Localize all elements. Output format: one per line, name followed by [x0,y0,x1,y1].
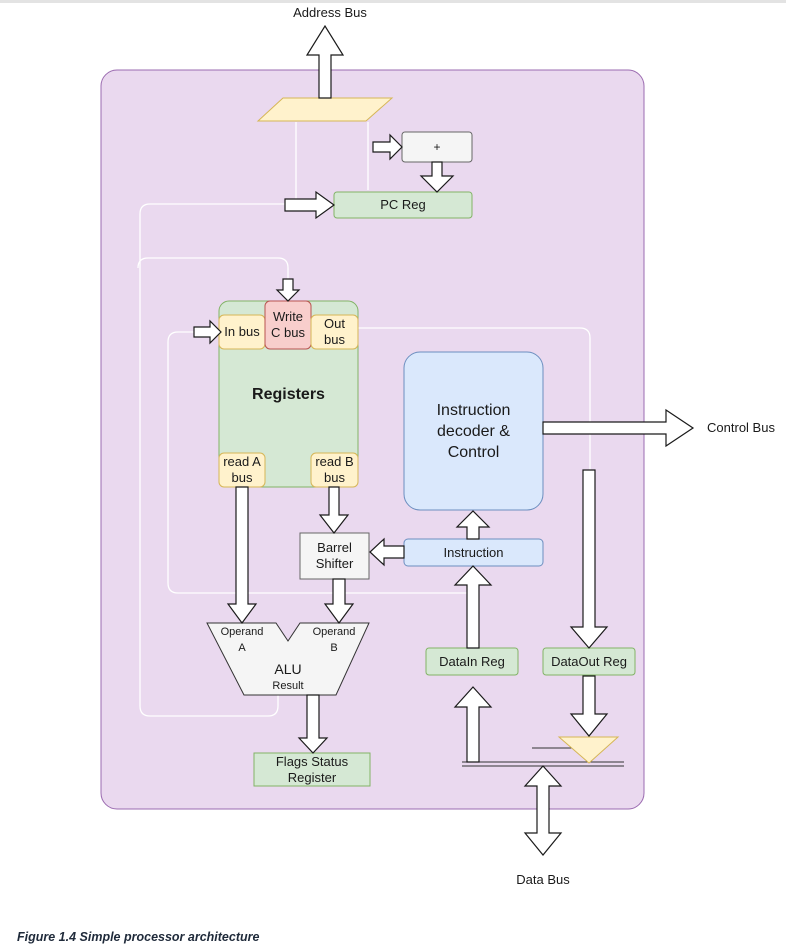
wire-regs-loop [137,257,289,290]
flags-status-box [253,752,371,787]
data-bus-arrow [523,765,563,856]
wire-pc-loop [139,203,296,717]
figure-caption: Figure 1.4 Simple processor architecture [17,930,260,944]
instruction-decoder-label: Instruction decoder & Control [436,401,511,461]
dataout-reg-label: DataOut Reg [551,653,627,669]
pc-reg-label: PC Reg [380,197,426,212]
arrow-into-pc [284,190,336,220]
arrow-dataout-to-buffer [569,675,609,737]
registers-label: Registers [252,386,325,403]
data-bus-label: Data Bus [516,872,570,887]
result-label: Result [272,680,304,692]
out-bus-label: Out bus [324,316,345,347]
operand-a-label: Operand A [220,626,264,654]
arrow-to-dataout [569,469,609,649]
processor-boundary [100,69,645,810]
in-bus-label: In bus [224,324,260,339]
arrow-into-increment [372,133,403,161]
alu-shape [206,622,370,696]
arrow-read-a-to-alu [226,486,258,625]
alu-label: ALU [274,661,302,677]
arrow-instr-to-shifter [369,537,405,567]
wire-out-to-dataout [358,327,591,470]
arrow-alu-to-flags [297,694,329,754]
address-bus-label: Address Bus [293,5,367,20]
arrow-into-in-bus [193,319,222,345]
control-bus-label: Control Bus [707,420,775,435]
wire-in-loop [167,331,468,594]
write-c-bus-label: Write C bus [271,309,305,340]
control-bus-arrow [542,408,695,448]
top-divider [0,0,786,3]
arrow-incr-to-pc [419,161,455,193]
increment-label: + [433,140,441,154]
dataout-buffer [557,736,620,764]
barrel-shifter-box [299,532,370,580]
read-b-bus-label: read B bus [315,454,354,485]
arrow-instr-to-decoder [455,510,491,540]
operand-b-label: Operand B [312,626,356,654]
barrel-shifter-label: Barrel Shifter [315,540,354,571]
read-a-bus-label: read A bus [223,454,261,485]
datain-reg-label: DataIn Reg [439,653,505,669]
arrow-bus-to-datain [453,686,493,763]
address-bus-arrow [305,24,345,99]
address-mux [256,97,394,122]
arrow-shifter-to-alu [323,578,355,625]
arrow-datain-to-instr [453,565,493,649]
arrow-into-write-c [275,278,301,302]
flags-status-label: Flags Status Register [275,753,349,785]
instruction-label: Instruction [443,544,504,560]
out-bus-box [310,314,359,350]
arrow-read-b-to-shifter [318,486,350,534]
